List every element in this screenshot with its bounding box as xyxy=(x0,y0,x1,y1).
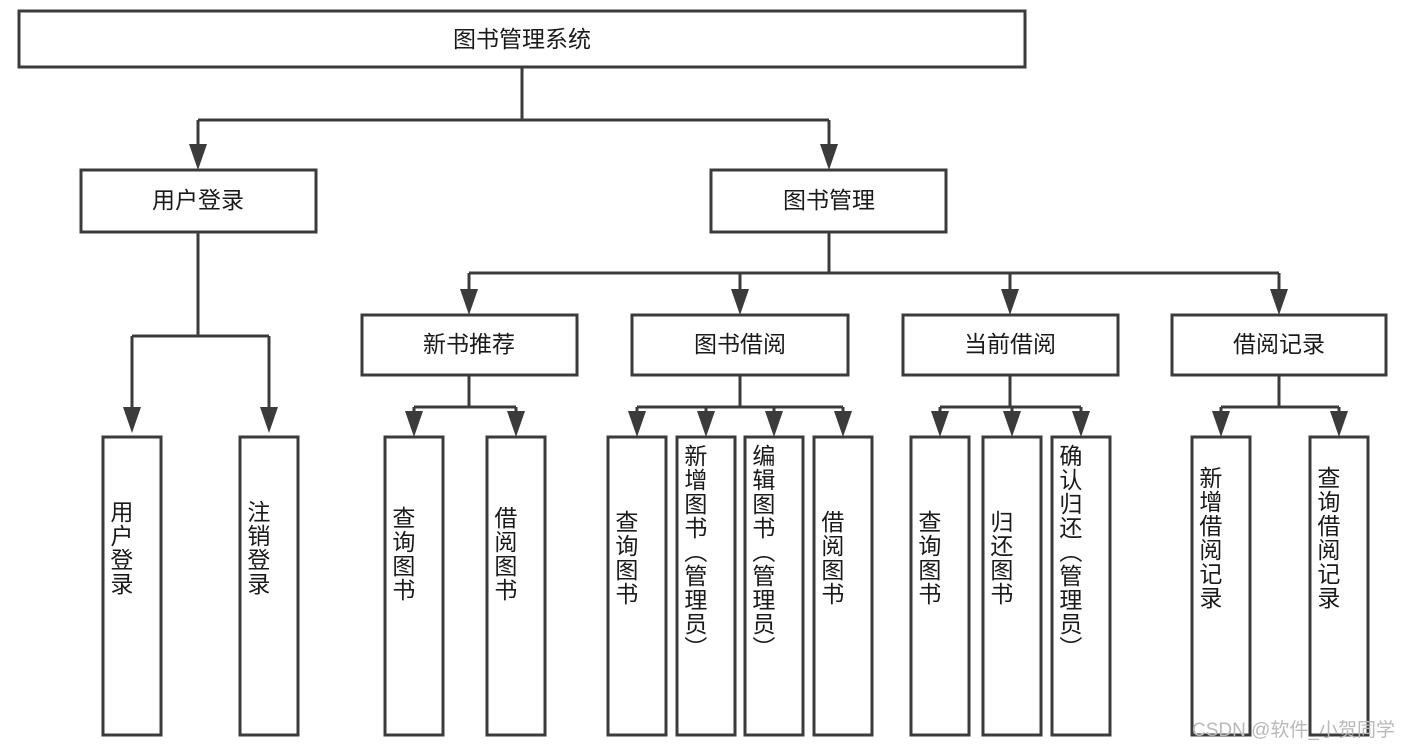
leaf-box-query-book-3[interactable] xyxy=(909,435,971,737)
leaf-box-query-book-1[interactable] xyxy=(383,435,445,737)
node-root-label: 图书管理系统 xyxy=(453,26,591,52)
arrow-leaf-borrow-book-1 xyxy=(507,411,525,437)
node-new-book-recommend-label: 新书推荐 xyxy=(423,331,515,357)
node-user-login-label: 用户登录 xyxy=(152,187,244,213)
arrow-leaf-confirm-return xyxy=(1072,411,1090,437)
arrow-leaf-return-book xyxy=(1003,411,1021,437)
node-book-borrow[interactable] xyxy=(630,313,850,377)
node-current-borrow-label: 当前借阅 xyxy=(964,331,1056,357)
leaf-box-add-record[interactable] xyxy=(1190,435,1252,737)
arrow-user-login xyxy=(189,144,207,170)
arrow-new-books xyxy=(460,289,478,315)
arrow-leaf-borrow-book-2 xyxy=(834,411,852,437)
node-book-borrow-label: 图书借阅 xyxy=(694,331,786,357)
arrow-current-borrow xyxy=(1001,289,1019,315)
node-borrow-record-label: 借阅记录 xyxy=(1233,331,1325,357)
leaf-box-borrow-book-1[interactable] xyxy=(485,435,547,737)
leaf-box-borrow-book-2[interactable] xyxy=(812,435,874,737)
leaf-box-return-book[interactable] xyxy=(981,435,1043,737)
arrow-book-borrow xyxy=(731,289,749,315)
leaf-box-query-record[interactable] xyxy=(1308,435,1370,737)
leaf-box-logout[interactable] xyxy=(238,435,300,737)
arrow-book-mgmt xyxy=(820,144,838,170)
leaf-box-user-login[interactable] xyxy=(101,435,163,737)
arrow-leaf-query-record xyxy=(1330,411,1348,437)
arrow-leaf-add-book xyxy=(697,411,715,437)
node-root[interactable] xyxy=(17,9,1027,69)
node-new-book-recommend[interactable] xyxy=(360,313,579,377)
arrow-leaf-query-book-2 xyxy=(628,411,646,437)
arrow-leaf-query-book-1 xyxy=(405,411,423,437)
node-book-management-label: 图书管理 xyxy=(783,187,875,213)
arrow-leaf-add-record xyxy=(1212,411,1230,437)
leaf-box-add-book[interactable] xyxy=(675,435,737,737)
node-borrow-record[interactable] xyxy=(1170,313,1388,377)
csdn-watermark: CSDN @软件_小贺同学 xyxy=(1192,720,1395,741)
arrow-leaf-query-book-3 xyxy=(931,411,949,437)
leaf-box-query-book-2[interactable] xyxy=(606,435,668,737)
leaf-box-confirm-return[interactable] xyxy=(1050,435,1112,737)
arrow-borrow-record xyxy=(1270,289,1288,315)
node-book-management[interactable] xyxy=(709,168,948,234)
arrow-leaf-edit-book xyxy=(765,411,783,437)
arrow-leaf-logout xyxy=(260,407,278,433)
node-current-borrow[interactable] xyxy=(901,313,1120,377)
arrow-leaf-user-login xyxy=(123,407,141,433)
leaf-box-edit-book[interactable] xyxy=(743,435,805,737)
